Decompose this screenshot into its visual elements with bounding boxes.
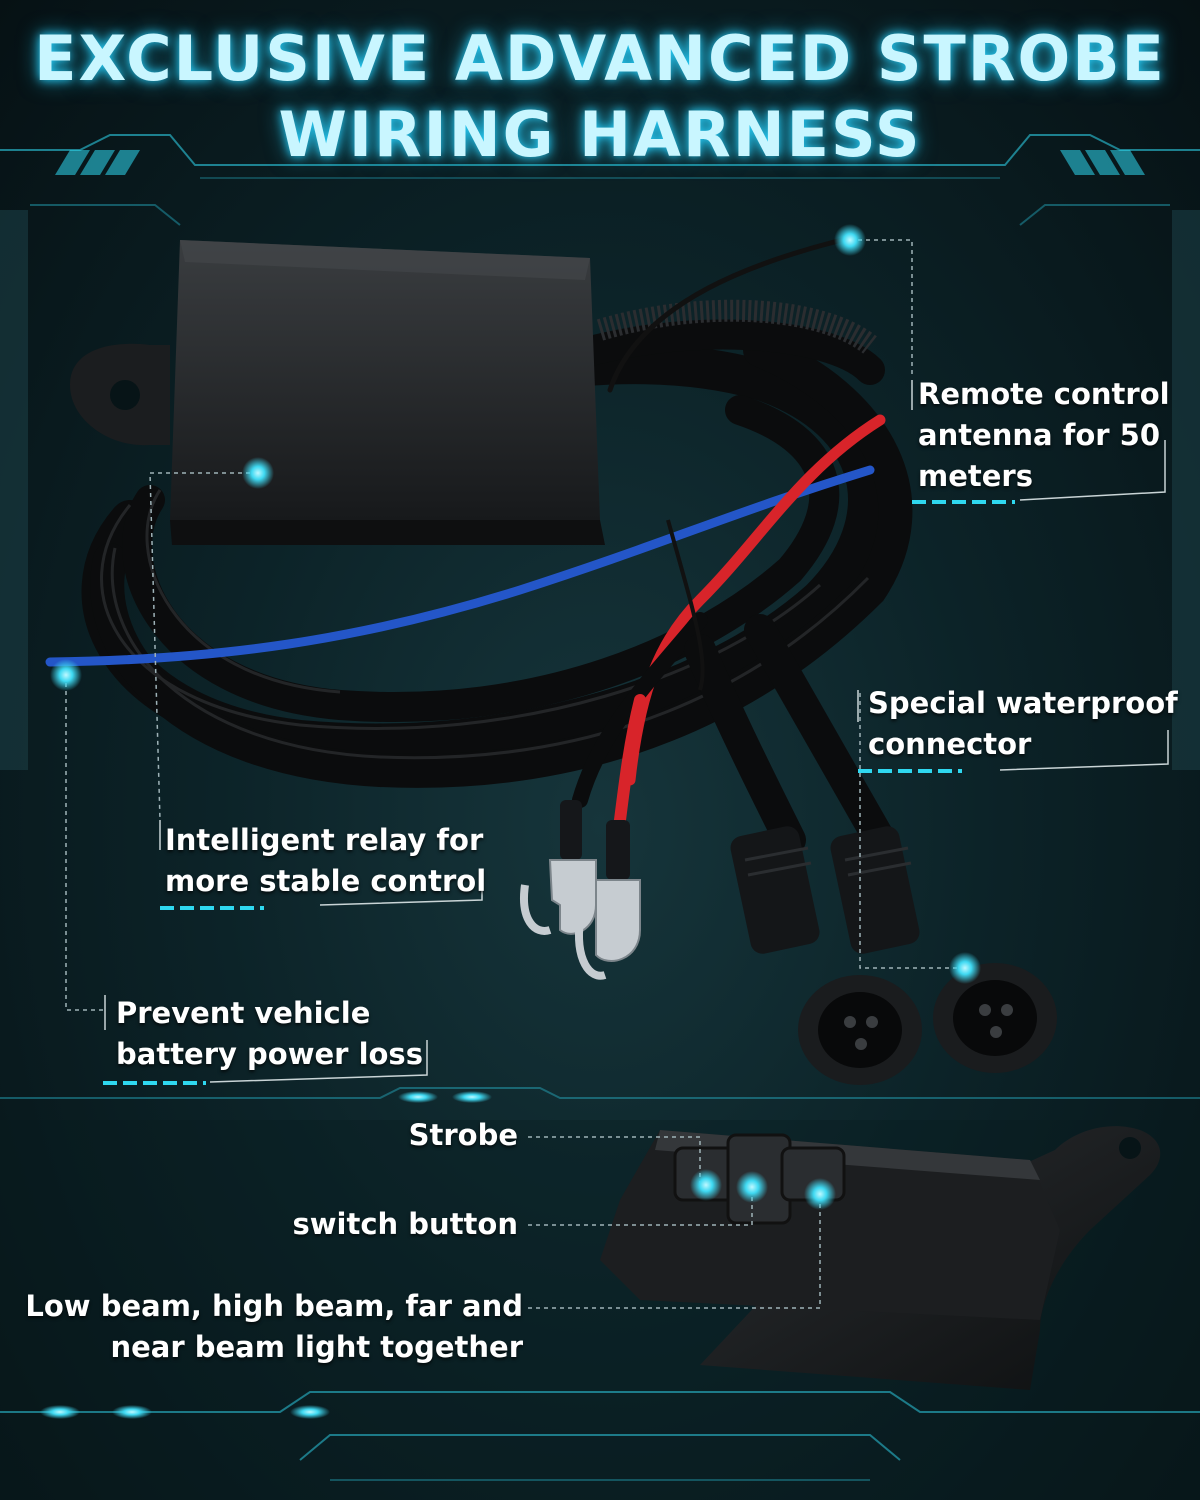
callout-connector-line: Special waterproof <box>868 686 1178 720</box>
headline-line-2: WIRING HARNESS <box>278 98 922 171</box>
right-pillar <box>1172 210 1200 770</box>
left-pillar <box>0 210 28 770</box>
callout-battery-line: Prevent vehicle <box>116 996 371 1030</box>
callout-beam-line: near beam light together <box>110 1330 523 1364</box>
hud-top-frame <box>0 134 1200 226</box>
callout-connector-line: connector <box>868 727 1032 761</box>
callout-beam-line: Low beam, high beam, far and <box>25 1289 523 1323</box>
fork-terminals <box>520 800 641 980</box>
hud-bottom-dots <box>40 1405 330 1419</box>
hud-bottom-frame <box>0 1391 1200 1481</box>
callout-switch-button: switch button <box>292 1207 519 1241</box>
headline-line-1: EXCLUSIVE ADVANCED STROBE <box>34 22 1166 95</box>
label-underlines <box>103 500 1015 1085</box>
callout-connector: Special waterproof connector <box>868 683 1178 765</box>
callout-relay-line: more stable control <box>165 864 487 898</box>
callout-antenna: Remote control antenna for 50 meters <box>918 374 1170 497</box>
hotspot-dots <box>50 224 981 1210</box>
callout-beam: Low beam, high beam, far and near beam l… <box>20 1286 523 1368</box>
hud-stripes-right <box>1060 150 1145 175</box>
callout-antenna-line: Remote control <box>918 377 1170 411</box>
leader-lines <box>65 239 965 1309</box>
callout-battery-line: battery power loss <box>116 1037 423 1071</box>
relay-box <box>70 240 605 545</box>
callout-battery: Prevent vehicle battery power loss <box>116 993 423 1075</box>
callout-antenna-line: meters <box>918 459 1033 493</box>
callout-relay: Intelligent relay for more stable contro… <box>165 820 486 902</box>
hud-stripes-left <box>55 150 140 175</box>
waterproof-connectors <box>730 826 1057 1085</box>
label-brackets <box>104 380 1169 1083</box>
callout-relay-line: Intelligent relay for <box>165 823 484 857</box>
callout-strobe: Strobe <box>408 1118 518 1152</box>
callout-antenna-line: antenna for 50 <box>918 418 1160 452</box>
remote-switch <box>600 1126 1161 1390</box>
blue-wire <box>45 465 875 667</box>
wiring-harness <box>45 232 1057 1085</box>
antenna-wire <box>607 235 853 393</box>
